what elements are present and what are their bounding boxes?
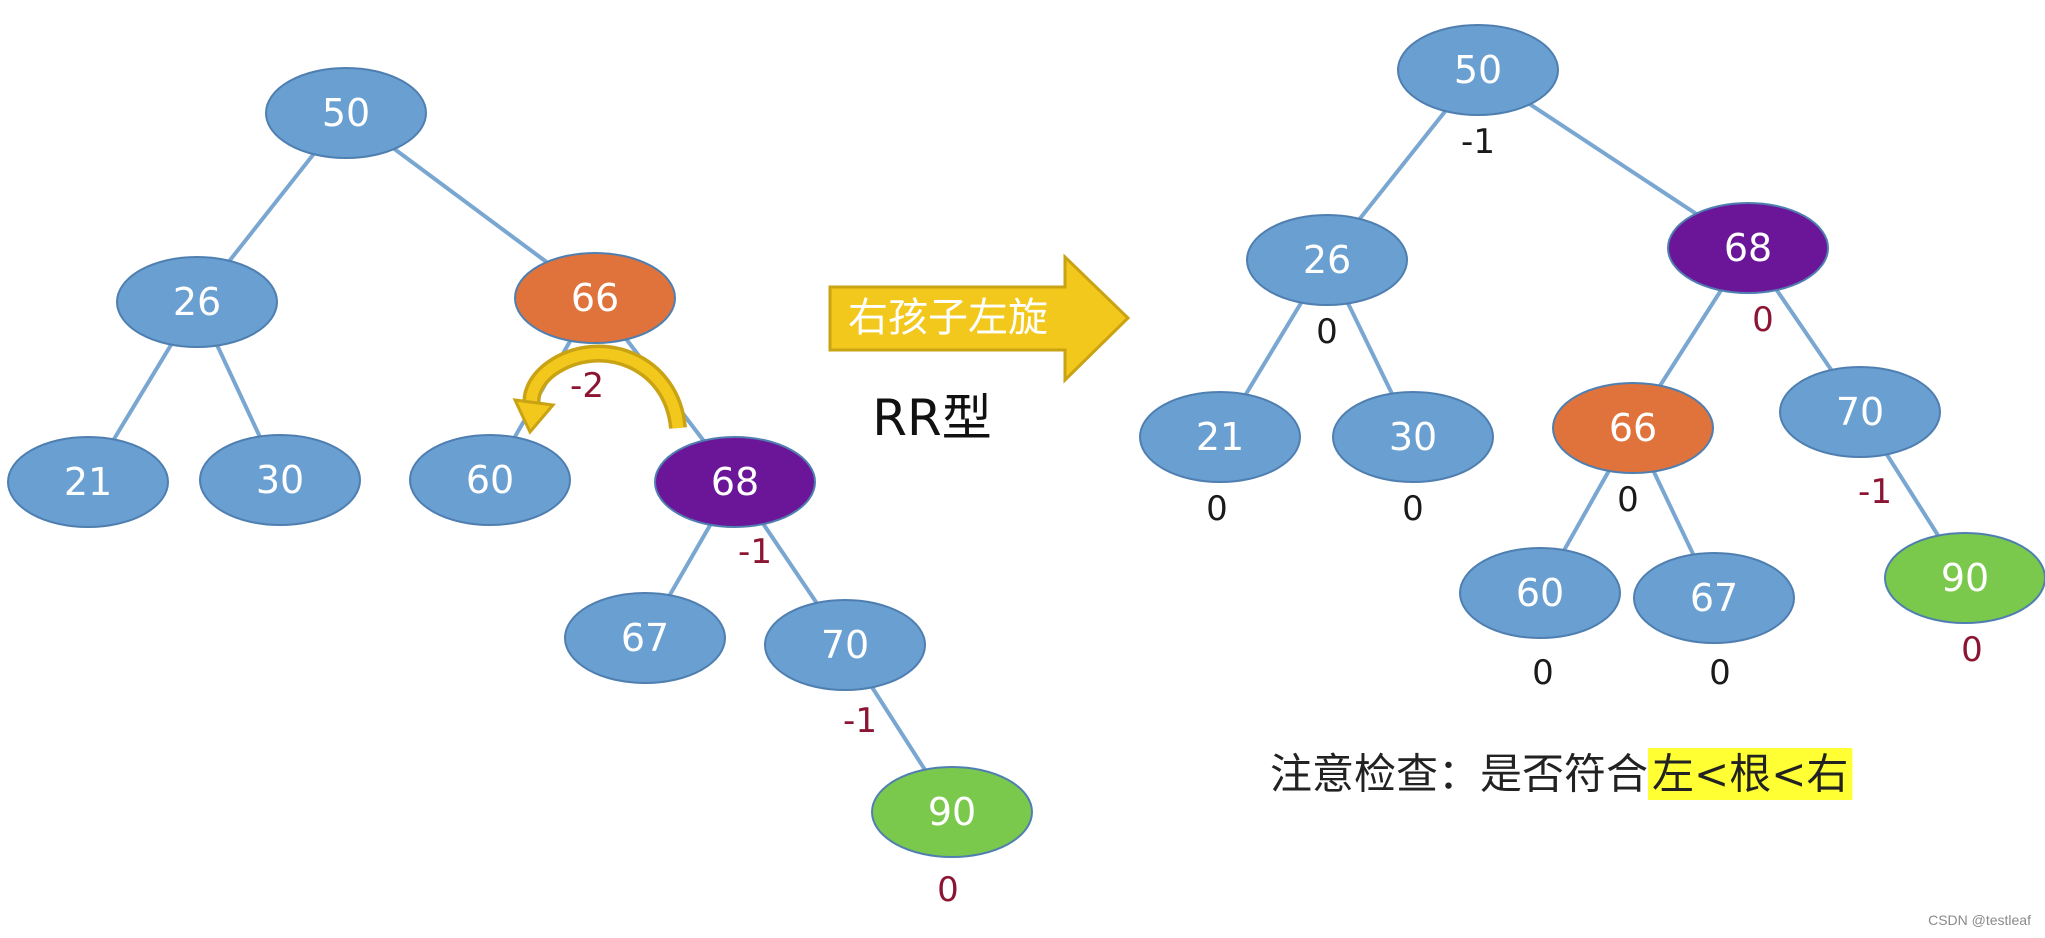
node-ellipse xyxy=(265,67,427,159)
note-highlight-bg xyxy=(1648,748,1853,800)
tree-node-90: 90 xyxy=(871,766,1033,858)
node-ellipse xyxy=(1779,366,1941,458)
balance-factors: -2 -1 -1 0 -1 0 0 0 0 0 -1 0 0 0 xyxy=(570,122,1983,910)
tree-node-21: 21 xyxy=(7,436,169,528)
balance-factor: -1 xyxy=(1461,122,1495,162)
node-ellipse xyxy=(1397,24,1559,116)
node-label: 70 xyxy=(1836,390,1884,434)
balance-factor: 0 xyxy=(1617,480,1639,520)
balance-factor: -1 xyxy=(1858,472,1892,512)
balance-factor: -1 xyxy=(738,532,772,572)
node-label: 21 xyxy=(1196,415,1244,459)
node-label: 26 xyxy=(1303,238,1351,282)
tree-node-68: 68 xyxy=(1667,202,1829,294)
node-ellipse xyxy=(1246,214,1408,306)
node-label: 90 xyxy=(1941,556,1989,600)
node-label: 66 xyxy=(571,276,619,320)
balance-factor: 0 xyxy=(1961,630,1983,670)
node-ellipse xyxy=(1332,391,1494,483)
balance-factor: 0 xyxy=(1709,653,1731,693)
node-label: 50 xyxy=(322,91,370,135)
balance-factor: -1 xyxy=(843,701,877,741)
node-label: 67 xyxy=(621,616,669,660)
watermark: CSDN @testleaf xyxy=(1928,912,2031,928)
node-label: 21 xyxy=(64,460,112,504)
tree-node-67: 67 xyxy=(564,592,726,684)
node-label: 26 xyxy=(173,280,221,324)
balance-factor: 0 xyxy=(937,870,959,910)
note-prefix: 注意检查：是否符合 xyxy=(1270,750,1648,799)
node-ellipse xyxy=(654,436,816,528)
tree-node-30: 30 xyxy=(1332,391,1494,483)
node-ellipse xyxy=(1139,391,1301,483)
node-label: 68 xyxy=(711,460,759,504)
rotation-type-label: RR型 xyxy=(872,389,991,447)
node-label: 68 xyxy=(1724,226,1772,270)
tree-node-60: 60 xyxy=(409,434,571,526)
tree-node-68: 68 xyxy=(654,436,816,528)
tree-node-70: 70 xyxy=(1779,366,1941,458)
node-label: 50 xyxy=(1454,48,1502,92)
before-tree-nodes: 50 26 66 21 30 60 68 67 70 90 xyxy=(7,67,1033,858)
node-ellipse xyxy=(871,766,1033,858)
node-label: 30 xyxy=(256,458,304,502)
balance-factor: 0 xyxy=(1752,300,1774,340)
tree-node-90: 90 xyxy=(1884,532,2045,624)
balance-factor: 0 xyxy=(1532,653,1554,693)
node-label: 30 xyxy=(1389,415,1437,459)
node-ellipse xyxy=(764,599,926,691)
node-ellipse xyxy=(7,436,169,528)
tree-node-60: 60 xyxy=(1459,547,1621,639)
tree-node-26: 26 xyxy=(1246,214,1408,306)
tree-node-67: 67 xyxy=(1633,552,1795,644)
balance-factor: -2 xyxy=(570,366,604,406)
node-ellipse xyxy=(199,434,361,526)
node-label: 67 xyxy=(1690,576,1738,620)
node-ellipse xyxy=(1552,382,1714,474)
node-ellipse xyxy=(564,592,726,684)
after-tree-nodes: 50 26 68 21 30 66 70 60 67 90 xyxy=(1139,24,2045,644)
tree-node-66: 66 xyxy=(1552,382,1714,474)
node-label: 90 xyxy=(928,790,976,834)
node-ellipse xyxy=(1884,532,2045,624)
node-ellipse xyxy=(1459,547,1621,639)
node-ellipse xyxy=(514,252,676,344)
node-ellipse xyxy=(1667,202,1829,294)
node-label: 60 xyxy=(1516,571,1564,615)
node-label: 66 xyxy=(1609,406,1657,450)
balance-factor: 0 xyxy=(1206,489,1228,529)
node-ellipse xyxy=(409,434,571,526)
node-ellipse xyxy=(116,256,278,348)
transform-arrow-label: 右孩子左旋 xyxy=(848,295,1048,341)
tree-node-30: 30 xyxy=(199,434,361,526)
tree-node-70: 70 xyxy=(764,599,926,691)
note-highlight: 左<根<右 xyxy=(1652,750,1848,799)
check-note: 注意检查：是否符合 左<根<右 xyxy=(1270,748,1853,800)
tree-node-26: 26 xyxy=(116,256,278,348)
tree-node-50: 50 xyxy=(265,67,427,159)
rotation-curve-arrow xyxy=(512,344,687,435)
transform-arrow: 右孩子左旋 xyxy=(828,253,1131,384)
tree-node-21: 21 xyxy=(1139,391,1301,483)
tree-node-50: 50 xyxy=(1397,24,1559,116)
tree-node-66: 66 xyxy=(514,252,676,344)
node-ellipse xyxy=(1633,552,1795,644)
node-label: 70 xyxy=(821,623,869,667)
node-label: 60 xyxy=(466,458,514,502)
balance-factor: 0 xyxy=(1316,312,1338,352)
balance-factor: 0 xyxy=(1402,489,1424,529)
